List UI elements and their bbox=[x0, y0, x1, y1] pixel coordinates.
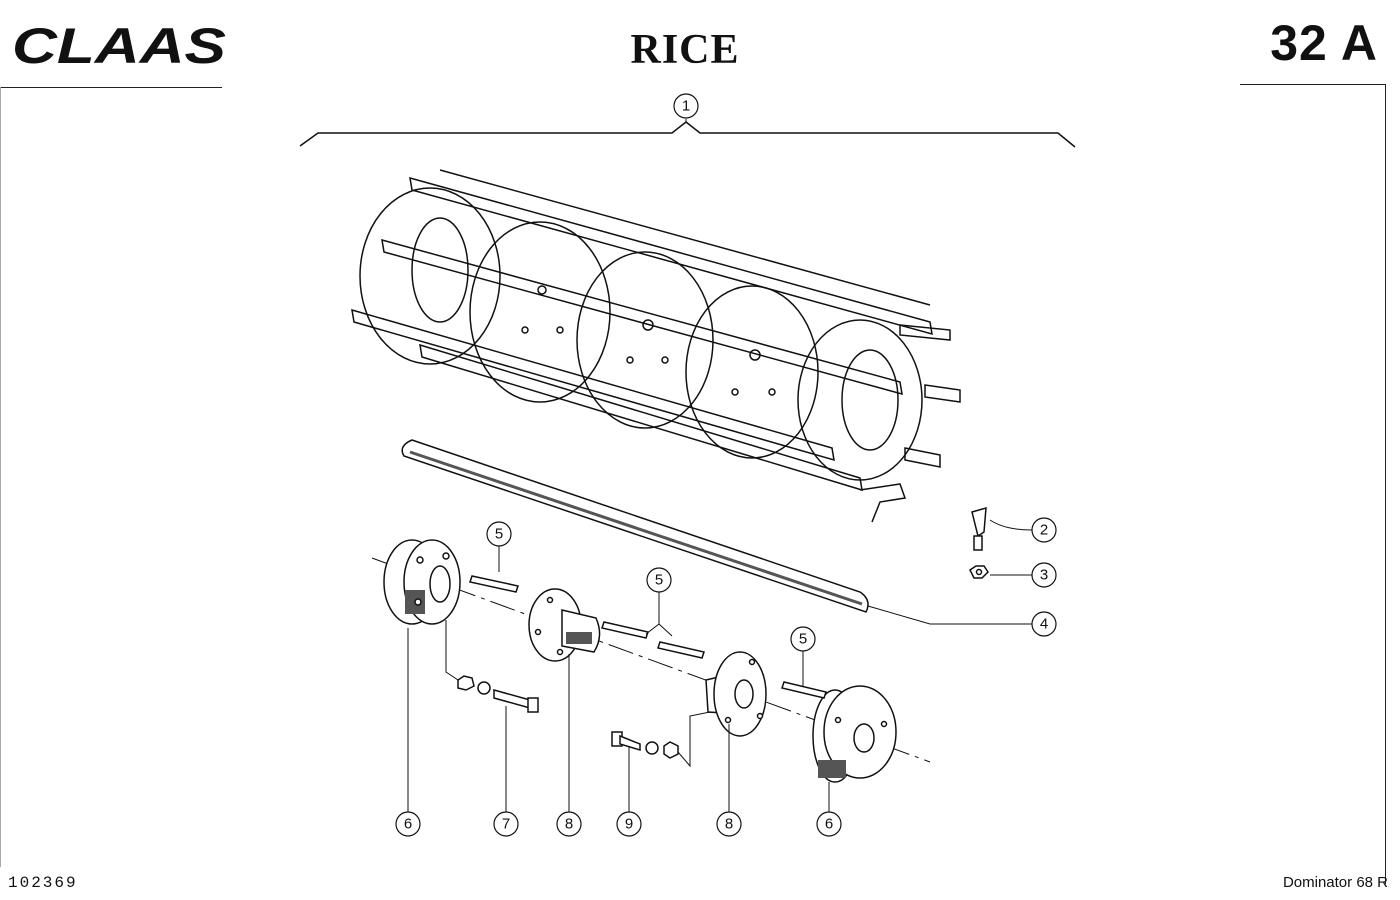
part-5-keys bbox=[469, 575, 827, 699]
callout-5c: 5 bbox=[790, 626, 816, 652]
frame-left-border bbox=[0, 87, 1, 867]
drum-disk-2 bbox=[469, 221, 611, 403]
rasp-bar-top bbox=[381, 238, 903, 396]
brand-logo-text: CLAAS bbox=[12, 18, 226, 70]
drum-disk-5 bbox=[797, 319, 923, 481]
svg-text:8: 8 bbox=[565, 816, 573, 833]
document-number: 102369 bbox=[8, 874, 78, 892]
callout-7: 7 bbox=[493, 811, 519, 837]
part-8-flange-left bbox=[528, 588, 601, 662]
callout-4: 4 bbox=[1031, 611, 1057, 637]
drum-disk-1 bbox=[359, 187, 501, 365]
part-7-bolt-set bbox=[457, 675, 539, 713]
page-title: RICE bbox=[630, 27, 740, 73]
svg-text:7: 7 bbox=[502, 816, 510, 833]
svg-text:9: 9 bbox=[625, 816, 633, 833]
drum-shaft-stub-bottom bbox=[904, 447, 941, 468]
callout-9: 9 bbox=[616, 811, 642, 837]
callout-5b: 5 bbox=[646, 567, 672, 593]
svg-text:6: 6 bbox=[404, 816, 412, 833]
drum-disk-3 bbox=[576, 251, 714, 429]
leader-lines bbox=[407, 119, 1033, 812]
part-6-hub-right bbox=[812, 685, 897, 783]
part-9-bolt-set bbox=[611, 731, 679, 759]
svg-text:2: 2 bbox=[1040, 522, 1048, 539]
svg-text:1: 1 bbox=[682, 98, 690, 115]
drive-shaft bbox=[401, 439, 869, 613]
part-8-flange-right bbox=[705, 651, 767, 737]
sheet-number: 32 A bbox=[1270, 15, 1378, 71]
svg-text:5: 5 bbox=[655, 572, 663, 589]
callout-8a: 8 bbox=[556, 811, 582, 837]
drum-shaft-stub-top bbox=[924, 384, 961, 403]
frame-right-border bbox=[1385, 84, 1386, 884]
callout-8b: 8 bbox=[716, 811, 742, 837]
part-2-bolt bbox=[971, 506, 987, 551]
header-rule-right bbox=[1240, 84, 1385, 85]
callout-3: 3 bbox=[1031, 562, 1057, 588]
callout-6a: 6 bbox=[395, 811, 421, 837]
assembly-bracket bbox=[299, 121, 1076, 148]
svg-text:3: 3 bbox=[1040, 567, 1048, 584]
drum-bracket bbox=[859, 483, 907, 523]
svg-text:5: 5 bbox=[495, 526, 503, 543]
callouts: 1 2 3 4 5 5 5 6 7 8 9 8 6 bbox=[395, 93, 1057, 837]
callout-2: 2 bbox=[1031, 517, 1057, 543]
part-6-hub-left bbox=[383, 539, 461, 625]
rasp-bar-end-right bbox=[899, 324, 951, 341]
header-rule-left bbox=[0, 87, 222, 88]
svg-text:6: 6 bbox=[825, 816, 833, 833]
rasp-bar-middle bbox=[351, 308, 835, 462]
part-3-nut bbox=[969, 565, 989, 579]
svg-text:4: 4 bbox=[1040, 616, 1048, 633]
callout-5a: 5 bbox=[486, 521, 512, 547]
callout-1: 1 bbox=[673, 93, 699, 119]
callout-6b: 6 bbox=[816, 811, 842, 837]
svg-text:8: 8 bbox=[725, 816, 733, 833]
threshing-drum bbox=[351, 169, 961, 523]
machine-model: Dominator 68 R bbox=[1282, 874, 1388, 891]
svg-text:5: 5 bbox=[799, 631, 807, 648]
claas-logo: CLAAS bbox=[12, 18, 226, 70]
rasp-bar-top-back bbox=[409, 176, 933, 336]
drum-disk-4 bbox=[685, 285, 819, 459]
